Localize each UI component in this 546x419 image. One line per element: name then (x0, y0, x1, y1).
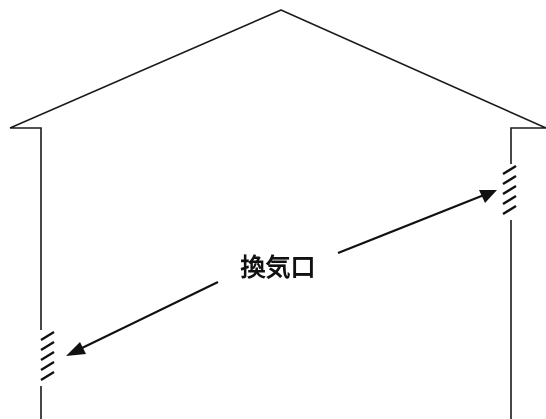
vent-callout-label: 換気口 (240, 253, 315, 282)
leader-arrow-right (337, 190, 497, 255)
vent-opening-right (501, 164, 519, 220)
vent-opening-left (38, 330, 56, 386)
leader-arrow-left (66, 281, 219, 356)
roof-outline (9, 9, 546, 419)
house-outline (9, 9, 546, 419)
